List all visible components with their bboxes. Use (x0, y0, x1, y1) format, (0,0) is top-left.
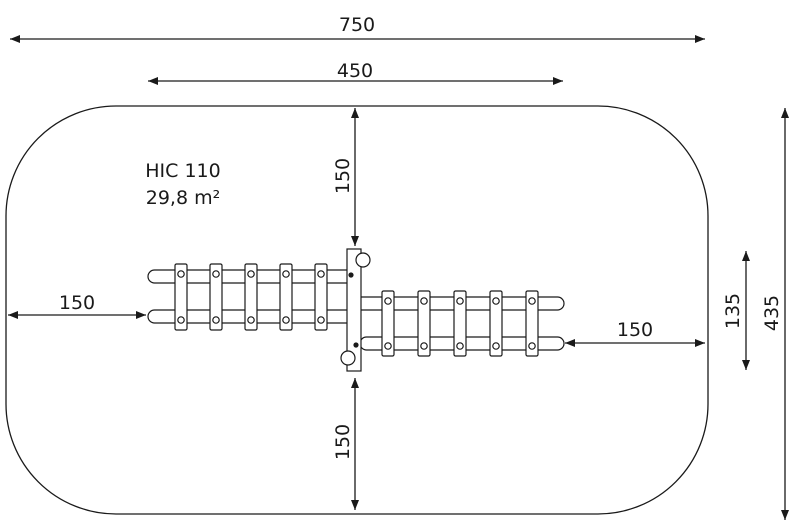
right-rung-3 (453, 290, 467, 357)
center-support-plate (346, 248, 362, 372)
dimension-lines (8, 35, 789, 520)
label-bottom-clearance: 150 (332, 424, 354, 460)
pin-bottom (353, 342, 359, 348)
right-rung-2 (417, 290, 431, 357)
safety-area: 29,8 m² (146, 187, 220, 209)
right-beam-section (347, 290, 565, 357)
left-beam-section (147, 263, 361, 331)
label-left-clearance: 150 (59, 292, 95, 314)
equipment-top-view (147, 248, 565, 372)
bolt-top (355, 252, 371, 268)
label-equipment-width: 450 (337, 60, 373, 82)
left-rung-5 (314, 263, 328, 331)
bolt-bottom (340, 350, 356, 366)
left-rungs (174, 263, 328, 331)
equipment-code: HIC 110 (145, 160, 220, 182)
label-equipment-depth: 135 (722, 293, 744, 329)
left-rung-3 (244, 263, 258, 331)
right-rungs (381, 290, 539, 357)
right-rung-1 (381, 290, 395, 357)
label-right-clearance: 150 (617, 319, 653, 341)
label-overall-width: 750 (339, 14, 375, 36)
left-rung-1 (174, 263, 188, 331)
label-overall-depth: 435 (761, 295, 783, 331)
right-rung-5 (525, 290, 539, 357)
right-rung-4 (489, 290, 503, 357)
label-top-clearance: 150 (332, 158, 354, 194)
left-rung-2 (209, 263, 223, 331)
pin-top (348, 272, 354, 278)
left-rung-4 (279, 263, 293, 331)
safety-zone-outline (5, 105, 709, 515)
